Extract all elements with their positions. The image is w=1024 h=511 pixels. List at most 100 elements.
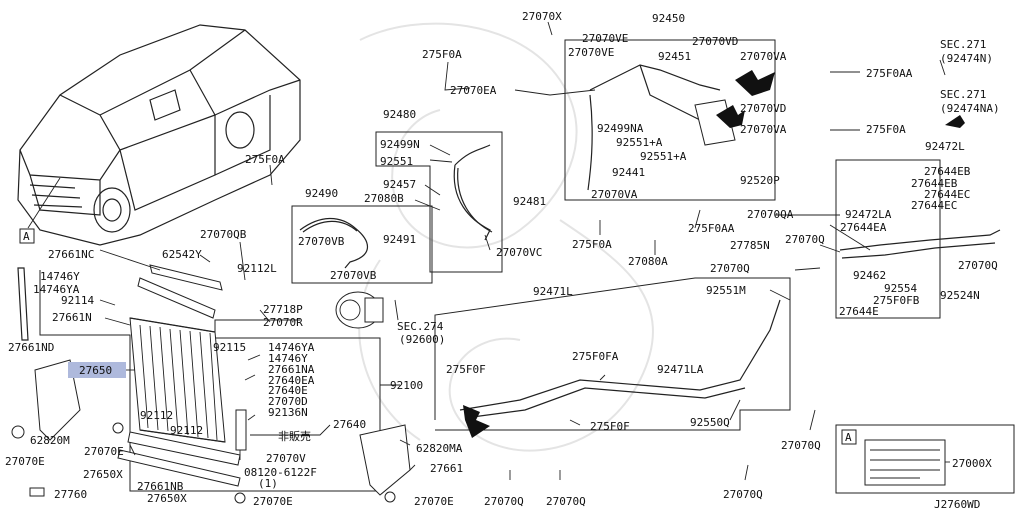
callout-27661nc: 27661NC (48, 248, 94, 261)
receiver-tank-part (235, 409, 247, 451)
callout-27070ve-1: 27070VE (582, 32, 628, 45)
callout-27661: 27661 (430, 462, 463, 475)
callout-27644eb-1: 27644EB (924, 165, 971, 178)
callout-27070r: 27070R (263, 316, 303, 329)
callout-275f0f-1: 275F0F (446, 363, 486, 376)
callout-sec274: SEC.274 (397, 320, 444, 333)
callout-92450: 92450 (652, 12, 685, 25)
label-plate-27000x (864, 439, 946, 486)
callout-92112-2: 92112 (170, 424, 203, 437)
callout-sec271-b-part: (92474NA) (940, 102, 1000, 115)
callout-92136n: 92136N (268, 406, 308, 419)
callout-275f0f-2: 275F0F (590, 420, 630, 433)
callout-62542y: 62542Y (162, 248, 202, 261)
compressor-part (335, 291, 384, 329)
upper-bracket-part (137, 277, 216, 319)
callout-27070qb: 27070QB (200, 228, 247, 241)
inset-a-marker (841, 429, 857, 445)
pipe-92441 (587, 94, 593, 191)
condenser-group-frame (39, 270, 381, 492)
callout-27070q-1: 27070Q (785, 233, 825, 246)
pipe-92471l-frame (434, 277, 791, 431)
callout-27644eb-2: 27644EB (911, 177, 958, 190)
leader-lines (99, 21, 946, 481)
callout-14746ya-2: 14746YA (268, 341, 315, 354)
callout-27070q-5: 27070Q (484, 495, 524, 508)
callout-27785n: 27785N (730, 239, 770, 252)
callout-27640e: 27640E (268, 384, 308, 397)
diagram-code: J2760WD (934, 498, 980, 511)
callout-92551m: 92551M (706, 284, 746, 297)
lower-support-part (127, 431, 241, 466)
callout-92480: 92480 (383, 108, 416, 121)
callout-92472l: 92472L (925, 140, 965, 153)
callout-92112l: 92112L (237, 262, 277, 275)
callout-92481: 92481 (513, 195, 546, 208)
callout-27661nd: 27661ND (8, 341, 54, 354)
pipe-92451 (589, 64, 721, 91)
callout-92112-1: 92112 (140, 409, 173, 422)
callout-sec274-part: (92600) (399, 333, 445, 346)
callout-92554: 92554 (884, 282, 917, 295)
callout-27644e: 27644E (839, 305, 879, 318)
callout-92471la: 92471LA (657, 363, 704, 376)
callout-sec271-b: SEC.271 (940, 88, 986, 101)
callout-14746y-2: 14746Y (268, 352, 308, 365)
callout-275f0a-4: 275F0A (572, 238, 612, 251)
callout-92114: 92114 (61, 294, 94, 307)
callout-92451: 92451 (658, 50, 691, 63)
callout-62820m: 62820M (30, 434, 70, 447)
callout-27070q-4: 27070Q (781, 439, 821, 452)
callout-27644ec-2: 27644EC (911, 199, 957, 212)
highlighted-part-bg (68, 362, 126, 378)
pipe-92450-frame (564, 39, 776, 201)
callout-275f0a-2: 275F0A (866, 123, 906, 136)
callout-92499n: 92499N (380, 138, 420, 151)
pipe-92472l-frame (835, 159, 941, 319)
callout-92115: 92115 (213, 341, 246, 354)
callout-sec271-a: SEC.271 (940, 38, 986, 51)
callout-27070v: 27070V (266, 452, 306, 465)
callout-275f0fa: 275F0FA (572, 350, 619, 363)
callout-27661nb: 27661NB (137, 480, 184, 493)
callout-275f0a-3: 275F0A (245, 153, 285, 166)
callout-27070qa: 27070QA (747, 208, 794, 221)
bolt-27070e-2 (234, 492, 246, 504)
callout-27640: 27640 (333, 418, 366, 431)
direction-arrow-4 (945, 115, 965, 128)
bolt-27070e (112, 422, 124, 434)
pipe-92472la (839, 229, 1001, 251)
callout-27718p: 27718P (263, 303, 303, 316)
callout-92550q: 92550Q (690, 416, 730, 429)
hose-92480-frame (375, 131, 503, 273)
hose-92491 (299, 217, 369, 269)
callout-27070vb-1: 27070VB (298, 235, 345, 248)
callout-08120-6122f: 08120-6122F (244, 466, 317, 479)
callout-92471l: 92471L (533, 285, 573, 298)
callout-27070x: 27070X (522, 10, 562, 23)
hose-92481 (453, 144, 491, 241)
callout-27644ea: 27644EA (840, 221, 887, 234)
air-guide-left-part (34, 359, 81, 441)
callout-92441: 92441 (612, 166, 645, 179)
callout-27650-highlighted[interactable]: 27650 (79, 364, 112, 377)
view-a-label: A (23, 230, 30, 243)
callout-27661n: 27661N (52, 311, 92, 324)
callout-27070e-3: 27070E (414, 495, 454, 508)
callout-27070vd-1: 27070VD (692, 35, 738, 48)
callout-92551: 92551 (380, 155, 413, 168)
callout-27000x: 27000X (952, 457, 992, 470)
not-for-sale-note: 非販売 (278, 430, 311, 443)
callout-08120-qty: (1) (258, 477, 278, 490)
callout-92100: 92100 (390, 379, 423, 392)
callout-27070va-3: 27070VA (591, 188, 638, 201)
callout-275f0aa-1: 275F0AA (866, 67, 913, 80)
hose-92490-frame (291, 205, 433, 284)
callout-sec271-a-part: (92474N) (940, 52, 993, 65)
side-seal-part (17, 267, 29, 341)
callout-27070e-left: 27070E (5, 455, 45, 468)
callout-27070ve-2: 27070VE (568, 46, 614, 59)
inset-a-label: A (845, 431, 852, 444)
plug-27760 (29, 487, 45, 497)
